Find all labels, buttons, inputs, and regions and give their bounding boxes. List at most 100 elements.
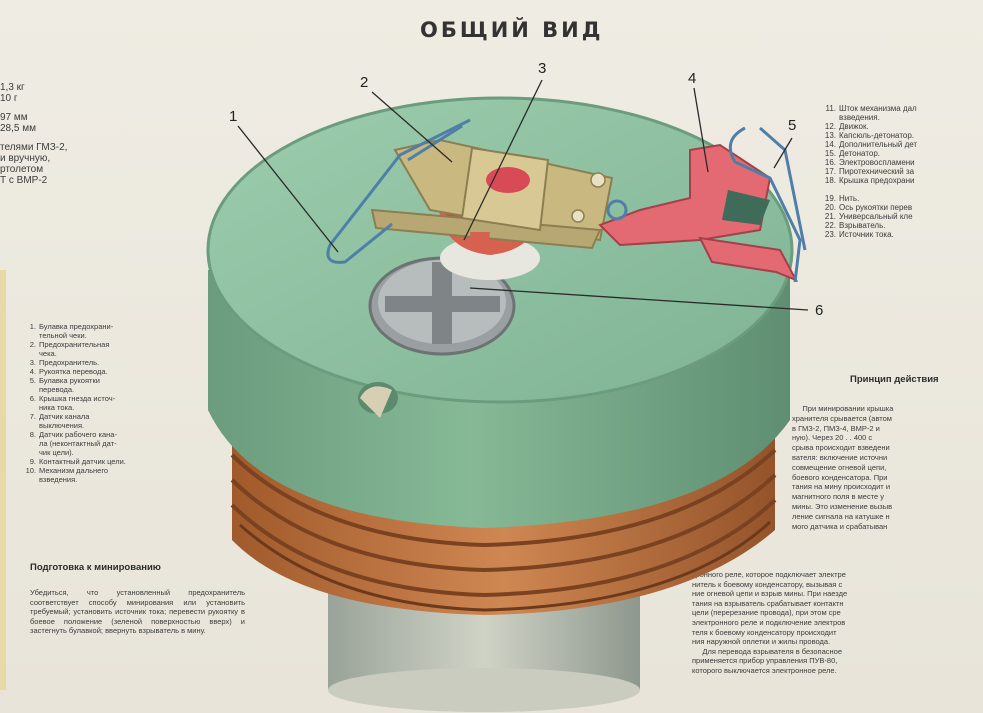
legend-right-item: 22.Взрыватель.	[818, 221, 983, 230]
legend-left-number: 4.	[29, 367, 36, 376]
legend-left-text: ла (неконтактный дат-	[39, 439, 117, 448]
legend-left-text: Датчик рабочего кана-	[39, 430, 117, 439]
prep-text: Убедиться, что установленный предохранит…	[30, 588, 245, 635]
legend-right-number: 18.	[824, 176, 836, 185]
principle-line: мого датчика и срабатыван	[792, 521, 888, 531]
legend-left-item: взведения.	[24, 475, 199, 484]
legend-right-number: 16.	[824, 158, 836, 167]
legend-left-text: Предохранительная	[39, 340, 110, 349]
legend-right-number: 12.	[824, 122, 836, 131]
legend-right-number: 14.	[824, 140, 836, 149]
principle-line: нитель к боевому конденсатору, вызывая с	[692, 579, 843, 589]
principle-line: электронного реле и подключение электров	[692, 617, 846, 627]
legend-left-item: 3.Предохранитель.	[24, 358, 199, 367]
legend-left-item: 10.Механизм дальнего	[24, 466, 199, 475]
legend-right-number: 17.	[824, 167, 836, 176]
legend-right-text: взведения.	[839, 113, 880, 122]
legend-left-item: ника тока.	[24, 403, 199, 412]
legend-left-item: 9.Контактный датчик цели.	[24, 457, 199, 466]
legend-left-item: перевода.	[24, 385, 199, 394]
legend-right-item: взведения.	[818, 113, 983, 122]
legend-right-number: 22.	[824, 221, 836, 230]
legend-right-text: Детонатор.	[839, 149, 881, 158]
legend-right-item: 20.Ось рукоятки перев	[818, 203, 983, 212]
callout-2: 2	[360, 74, 369, 91]
principle-line: которого выключается электронное реле.	[692, 665, 837, 675]
legend-right-text: Источник тока.	[839, 230, 894, 239]
legend-right-item: 11.Шток механизма дал	[818, 104, 983, 113]
callout-4: 4	[688, 70, 697, 87]
principle-line: ление сигнала на катушке н	[792, 511, 890, 521]
legend-left-number: 6.	[29, 394, 36, 403]
legend-right-item: 12.Движок.	[818, 122, 983, 131]
safety-pin-wire	[326, 118, 471, 264]
safety-plate	[370, 138, 614, 250]
legend-left-text: чик цели).	[39, 448, 74, 457]
transfer-handle	[598, 143, 799, 282]
legend-right-text: Электровоспламени	[839, 158, 915, 167]
legend-right-text: Нить.	[839, 194, 860, 203]
legend-left-text: Механизм дальнего	[39, 466, 109, 475]
legend-right-text: Движок.	[839, 122, 869, 131]
legend-left-item: 8.Датчик рабочего кана-	[24, 430, 199, 439]
legend-right-number: 19.	[824, 194, 836, 203]
legend-left-text: Булавка предохрани-	[39, 322, 114, 331]
principle-heading: Принцип действия	[850, 374, 939, 385]
spec-line: Т с ВМР-2	[0, 175, 48, 186]
legend-left-item: чик цели).	[24, 448, 199, 457]
page-title: ОБЩИЙ ВИД	[420, 18, 604, 42]
principle-line: Для перевода взрывателя в безопасное	[692, 646, 843, 656]
principle-line: ную). Через 20 . . 400 с	[792, 433, 873, 443]
legend-right-text: Ось рукоятки перев	[839, 203, 913, 212]
legend-left-item: 5.Булавка рукоятки	[24, 376, 199, 385]
legend-left-item: ла (неконтактный дат-	[24, 439, 199, 448]
legend-right-item: 16.Электровоспламени	[818, 158, 983, 167]
legend-right-number: 15.	[824, 149, 836, 158]
spec-line: 97 мм	[0, 112, 28, 123]
legend-right-text: Пиротехнический за	[839, 167, 915, 176]
spec-line: 10 г	[0, 93, 18, 104]
legend-right-item: 15.Детонатор.	[818, 149, 983, 158]
legend-left-number: 10.	[25, 466, 36, 475]
legend-left-number: 2.	[29, 340, 36, 349]
principle-line: тания на взрыватель срабатывает контактн	[692, 598, 844, 608]
legend-right-text: Взрыватель.	[839, 221, 886, 230]
legend-right-item: 23.Источник тока.	[818, 230, 983, 239]
legend-right-number: 21.	[824, 212, 836, 221]
legend-left-text: Булавка рукоятки	[39, 376, 100, 385]
legend-right-number: 20.	[824, 203, 836, 212]
legend-right-text: Шток механизма дал	[839, 104, 917, 113]
legend-left-number: 5.	[29, 376, 36, 385]
legend-left-item: 7.Датчик канала	[24, 412, 199, 421]
principle-line: срыва происходит взведени	[792, 443, 890, 453]
spec-line: и вручную,	[0, 153, 51, 164]
spec-line: телями ГМЗ-2,	[0, 142, 68, 153]
legend-left-text: Контактный датчик цели.	[39, 457, 126, 466]
prep-heading: Подготовка к минированию	[30, 562, 161, 573]
principle-line: цели (перерезание провода), при этом сре	[692, 608, 841, 618]
legend-right-item: 13.Капсюль-детонатор.	[818, 131, 983, 140]
callout-3: 3	[538, 60, 547, 77]
legend-right-item: 18.Крышка предохрани	[818, 176, 983, 185]
principle-line: боевого конденсатора. При	[792, 472, 888, 482]
principle-line: совмещение огневой цепи,	[792, 462, 887, 472]
legend-right-number: 11.	[825, 104, 836, 113]
legend-left-number: 8.	[29, 430, 36, 439]
legend-left-number: 3.	[29, 358, 36, 367]
current-source-cap	[368, 256, 516, 356]
legend-right-item: 21.Универсальный кле	[818, 212, 983, 221]
legend-left-item: 6.Крышка гнезда источ-	[24, 394, 199, 403]
legend-left-text: Крышка гнезда источ-	[39, 394, 116, 403]
legend-left-item: 4.Рукоятка перевода.	[24, 367, 199, 376]
legend-left-text: Датчик канала	[39, 412, 90, 421]
legend-left-item: тельной чеки.	[24, 331, 199, 340]
principle-line: теля к боевому конденсатору происходит	[692, 627, 837, 637]
spec-line: 28,5 мм	[0, 123, 36, 134]
callout-6: 6	[815, 302, 824, 319]
legend-right-text: Универсальный кле	[839, 212, 913, 221]
spec-line: 1,3 кг	[0, 82, 25, 93]
